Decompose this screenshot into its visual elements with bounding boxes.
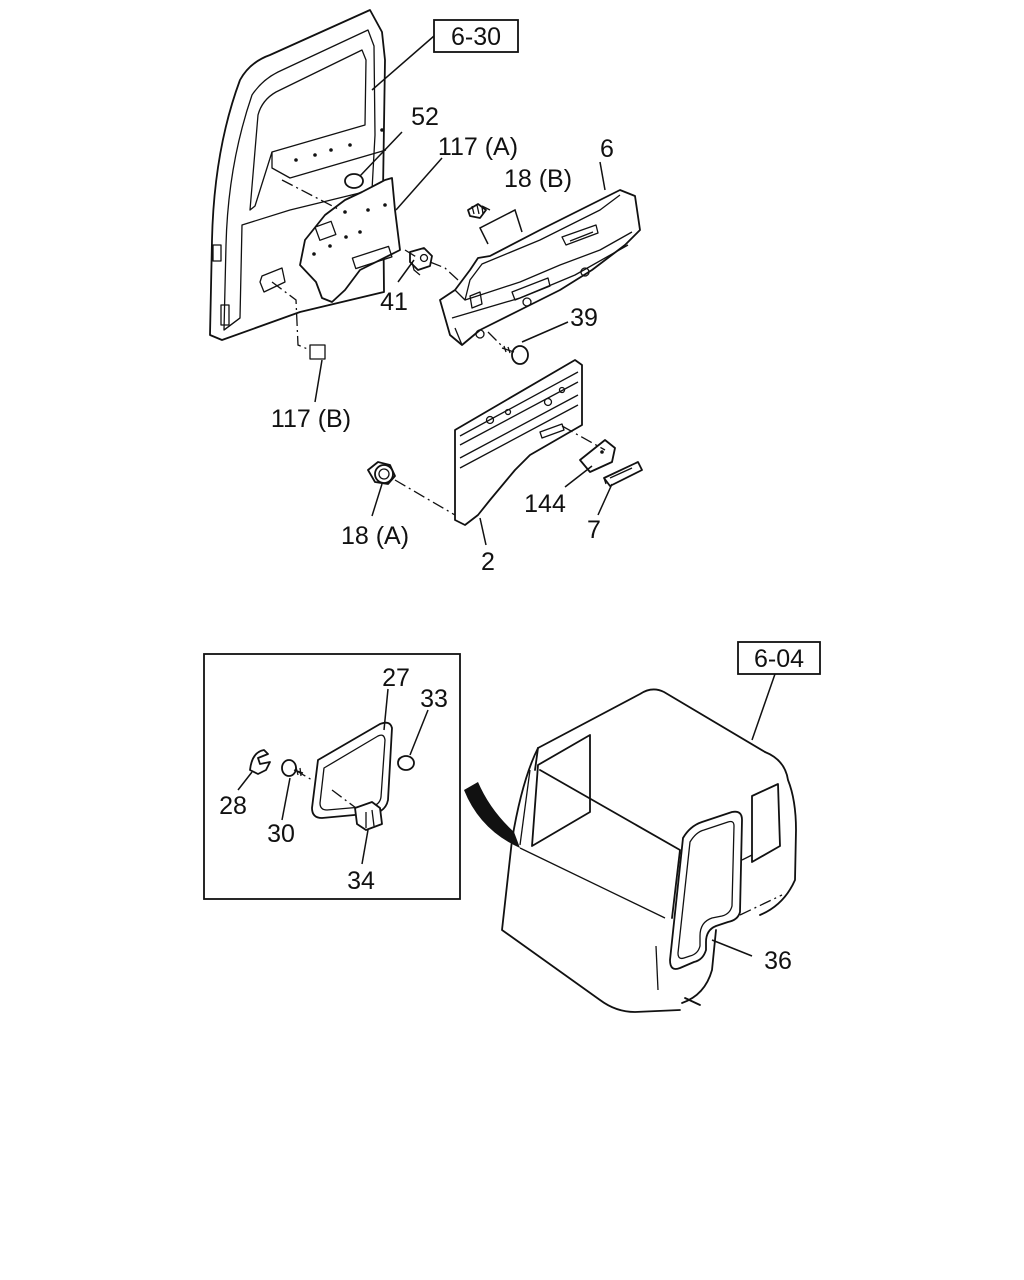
callout-117b: 117 (B) <box>271 405 351 433</box>
reference-6-04-label: 6-04 <box>754 645 804 673</box>
door-frame <box>209 9 387 341</box>
callout-36: 36 <box>764 947 792 975</box>
callout-18b: 18 (B) <box>504 165 572 193</box>
leader-36 <box>711 939 753 957</box>
bracket-18b <box>478 208 523 245</box>
callout-7: 7 <box>587 516 601 544</box>
sealing-sheet-117a <box>299 177 401 303</box>
reference-6-30[interactable]: 6-30 <box>433 19 519 53</box>
reference-6-30-label: 6-30 <box>451 23 501 51</box>
detail-inset <box>203 653 461 900</box>
callout-33: 33 <box>420 685 448 713</box>
clip-18a <box>367 461 396 485</box>
sticker-117b <box>309 344 326 360</box>
clip-34 <box>354 801 383 831</box>
callout-2: 2 <box>481 548 495 576</box>
callout-34: 34 <box>347 867 375 895</box>
handle-cover-7 <box>603 461 643 487</box>
callout-117a: 117 (A) <box>438 133 518 161</box>
leader-6-04 <box>751 673 776 741</box>
callout-30: 30 <box>267 820 295 848</box>
clip-41 <box>409 247 433 276</box>
lower-trim-panel-2 <box>454 359 583 526</box>
screw-39 <box>501 345 529 365</box>
clip-18b <box>467 203 487 219</box>
reference-6-04[interactable]: 6-04 <box>737 641 821 675</box>
callout-144: 144 <box>524 490 566 518</box>
callout-6: 6 <box>600 135 614 163</box>
cab-body <box>501 688 797 1013</box>
callout-28: 28 <box>219 792 247 820</box>
door-opening-patch <box>259 267 286 293</box>
callout-27: 27 <box>382 664 410 692</box>
assembly-lines-top <box>271 179 606 516</box>
leader-lines-top <box>314 131 613 546</box>
detail-pointer-arrow <box>464 782 520 848</box>
plug-52 <box>344 173 364 189</box>
leader-6-30 <box>371 35 435 91</box>
callout-18a: 18 (A) <box>341 522 409 550</box>
upper-trim-panel-6 <box>439 189 641 346</box>
bracket-144 <box>579 439 616 473</box>
callout-52: 52 <box>411 103 439 131</box>
callout-41: 41 <box>380 288 408 316</box>
callout-39: 39 <box>570 304 598 332</box>
